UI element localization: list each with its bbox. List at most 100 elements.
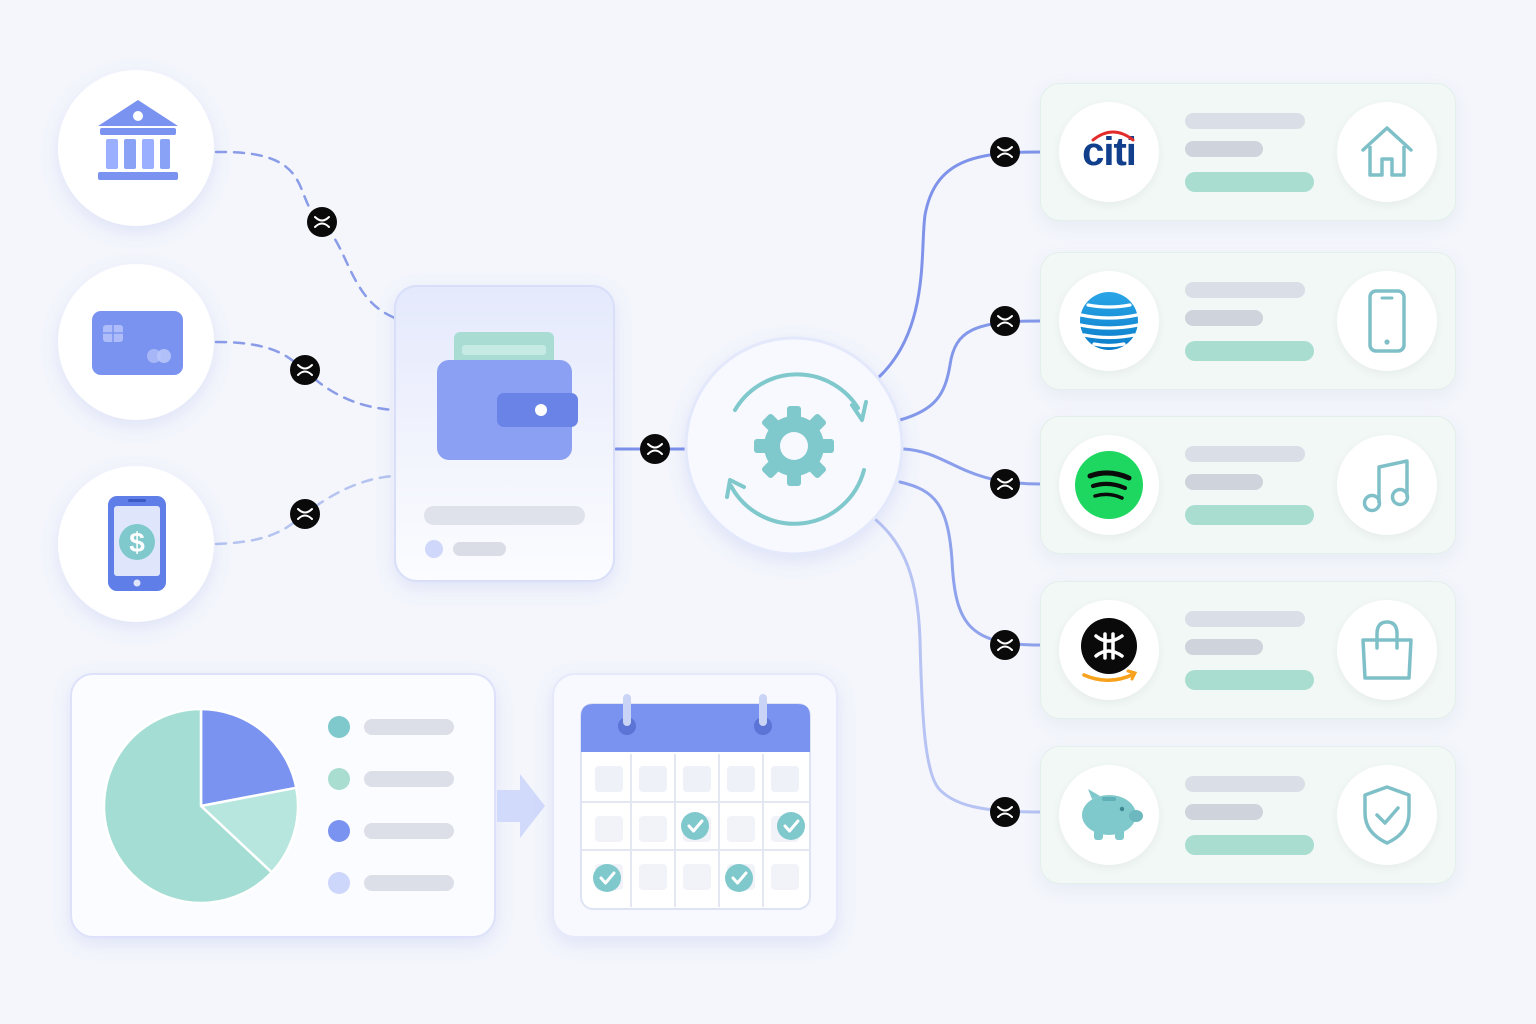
bill-line-amount xyxy=(1185,670,1314,690)
connector-node-icon xyxy=(990,306,1020,336)
gear-tooth xyxy=(787,406,801,422)
amazon-logo-icon xyxy=(1081,618,1138,682)
music-icon-badge xyxy=(1337,435,1437,535)
connector-bank-wallet xyxy=(214,150,397,320)
spending-breakdown-panel[interactable] xyxy=(70,673,496,938)
connectors xyxy=(214,150,1042,814)
shopping-bag-icon xyxy=(1361,620,1413,680)
source-credit-card[interactable] xyxy=(58,264,214,420)
sync-hub[interactable] xyxy=(684,336,904,556)
connector-hub-att xyxy=(898,319,1042,422)
wallet-icon xyxy=(437,332,578,460)
connector-node-icon xyxy=(307,207,337,237)
check-icon xyxy=(593,864,621,892)
phone-icon xyxy=(1368,289,1406,353)
connector-node-icon xyxy=(990,137,1020,167)
source-bank[interactable] xyxy=(58,70,214,226)
pie-slice-0 xyxy=(199,707,298,808)
connector-node-icon xyxy=(290,355,320,385)
connector-nodes xyxy=(290,137,1020,827)
citi-arc-icon xyxy=(1091,130,1135,142)
bill-card-spotify[interactable] xyxy=(1040,416,1456,554)
spotify-icon xyxy=(1075,451,1143,519)
mobile-payment-icon: $ xyxy=(108,496,166,591)
gear-tooth xyxy=(787,470,801,486)
check-icon xyxy=(725,864,753,892)
connector-node-icon xyxy=(290,499,320,529)
amazon-logo xyxy=(1059,600,1159,700)
legend-label-placeholder xyxy=(364,719,454,735)
music-note-icon xyxy=(1362,459,1410,513)
connector-node-icon xyxy=(990,630,1020,660)
home-icon-badge xyxy=(1337,102,1437,202)
wallet-bar-secondary xyxy=(453,542,506,556)
check-icon xyxy=(777,812,805,840)
spotify-logo xyxy=(1059,435,1159,535)
calendar-day xyxy=(639,864,667,890)
legend-label-placeholder xyxy=(364,823,454,839)
connector-node-icon xyxy=(640,434,670,464)
calendar-day xyxy=(683,766,711,792)
connector-hub-citi xyxy=(876,150,1042,380)
legend-dot xyxy=(328,716,350,738)
calendar-day xyxy=(639,766,667,792)
arrow-right-icon xyxy=(497,774,545,838)
connector-hub-savings xyxy=(874,518,1042,814)
legend-dot xyxy=(328,872,350,894)
calendar-panel[interactable] xyxy=(552,673,838,938)
gear-tooth xyxy=(807,459,826,478)
bill-card-amazon[interactable] xyxy=(1040,581,1456,719)
bill-line-subtitle xyxy=(1185,474,1263,490)
connector-hub-amazon xyxy=(898,480,1042,647)
bill-line-title xyxy=(1185,446,1305,462)
gear-tooth xyxy=(807,414,826,433)
gear-tooth xyxy=(754,439,770,453)
calendar-day xyxy=(771,766,799,792)
citi-logo: citi xyxy=(1059,102,1159,202)
gear-tooth xyxy=(818,439,834,453)
calendar-day xyxy=(771,864,799,890)
att-globe-icon xyxy=(1078,292,1140,350)
bill-line-amount xyxy=(1185,172,1314,192)
calendar-day xyxy=(727,816,755,842)
connector-node-icon xyxy=(990,469,1020,499)
legend-label-placeholder xyxy=(364,875,454,891)
source-mobile-payment[interactable]: $ xyxy=(58,466,214,622)
bill-line-subtitle xyxy=(1185,310,1263,326)
shield-icon-badge xyxy=(1337,765,1437,865)
bill-line-amount xyxy=(1185,341,1314,361)
calendar-day xyxy=(683,864,711,890)
legend-dot xyxy=(328,820,350,842)
pie-chart xyxy=(102,707,300,905)
shield-check-icon xyxy=(1363,785,1411,845)
bank-icon xyxy=(98,100,178,180)
pie-slice-2 xyxy=(102,707,274,905)
connector-node-icon xyxy=(990,797,1020,827)
calendar-day xyxy=(727,766,755,792)
legend-label-placeholder xyxy=(364,771,454,787)
att-logo xyxy=(1059,271,1159,371)
connector-hub-spotify xyxy=(902,447,1042,486)
bill-card-citi[interactable]: citi xyxy=(1040,83,1456,221)
bill-line-title xyxy=(1185,611,1305,627)
pie-legend xyxy=(328,716,454,894)
piggy-bank-icon xyxy=(1082,789,1143,840)
bill-line-amount xyxy=(1185,835,1314,855)
bill-line-subtitle xyxy=(1185,804,1263,820)
credit-card-icon xyxy=(92,311,183,375)
savings-logo xyxy=(1059,765,1159,865)
shopping-icon-badge xyxy=(1337,600,1437,700)
bill-card-att[interactable] xyxy=(1040,252,1456,390)
calendar-day xyxy=(639,816,667,842)
wallet-dot xyxy=(425,540,443,558)
home-icon xyxy=(1361,126,1413,177)
wallet-panel[interactable] xyxy=(394,285,615,582)
bill-line-title xyxy=(1185,776,1305,792)
sync-gear-icon xyxy=(725,372,868,526)
gear-tooth xyxy=(762,414,781,433)
pie-slice-1 xyxy=(198,786,300,875)
bill-line-amount xyxy=(1185,505,1314,525)
bill-line-subtitle xyxy=(1185,141,1263,157)
legend-item xyxy=(328,820,454,842)
bill-card-savings[interactable] xyxy=(1040,746,1456,884)
